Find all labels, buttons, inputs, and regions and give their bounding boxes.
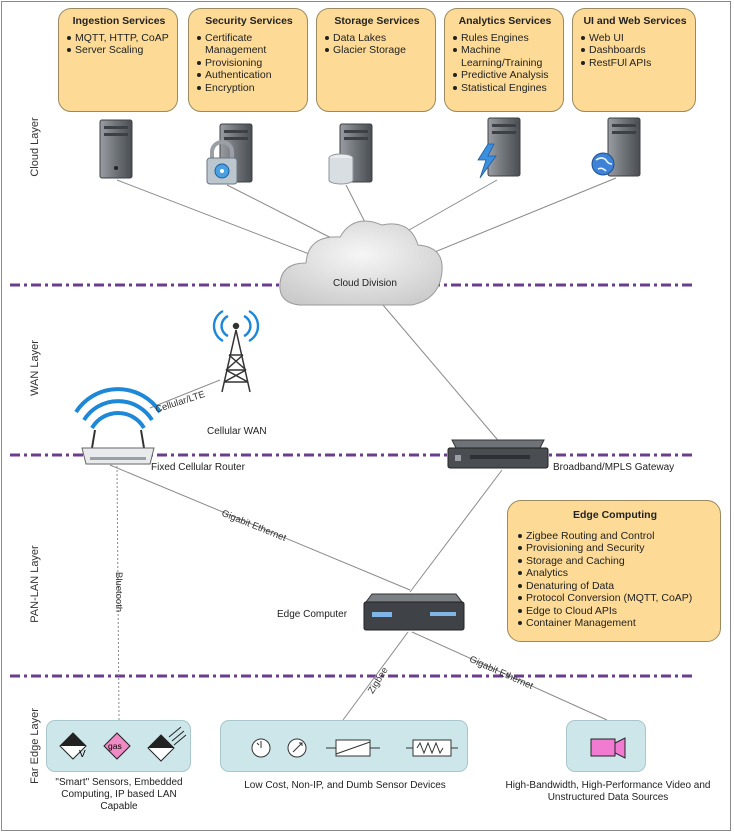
wan-layer-label: WAN Layer [29, 340, 41, 396]
web-server-icon [591, 117, 641, 177]
service-item: Server Scaling [67, 44, 171, 57]
service-item: RestFUl APIs [581, 57, 689, 70]
service-title: Storage Services [334, 15, 420, 27]
smart-sensors-box: V gas [46, 720, 191, 772]
edge-computing-item: Container Management [518, 617, 712, 630]
voltage-sensor-icon: V [59, 732, 87, 760]
cell-tower-signal-icon [212, 309, 260, 343]
video-camera-icon [590, 737, 626, 759]
meter-sensor-icon [287, 738, 307, 758]
service-item: Provisioning [197, 57, 301, 70]
gas-sensor-icon: gas [103, 732, 131, 760]
pan-lan-layer-label: PAN-LAN Layer [29, 545, 41, 623]
bluetooth-label: Bluetooth [113, 572, 124, 613]
dumb-sensors-label: Low Cost, Non-IP, and Dumb Sensor Device… [244, 780, 446, 791]
service-item: Authentication [197, 69, 301, 82]
ingestion-server-icon [99, 119, 133, 179]
cellular-wan-label: Cellular WAN [207, 426, 267, 437]
service-item: MQTT, HTTP, CoAP [67, 32, 171, 45]
service-title: UI and Web Services [583, 15, 687, 27]
dumb-sensor-icons [251, 738, 458, 758]
security-server-icon [206, 123, 253, 185]
fixed-cellular-router-label: Fixed Cellular Router [151, 462, 245, 473]
service-item: Certificate Management [197, 32, 301, 57]
service-title: Ingestion Services [72, 15, 166, 27]
analytics-services-box: Analytics Services Rules Engines Machine… [444, 8, 564, 112]
ui-web-services-box: UI and Web Services Web UI Dashboards Re… [572, 8, 696, 112]
service-item: Dashboards [581, 44, 689, 57]
video-sources-label: High-Bandwidth, High-Performance Video a… [505, 780, 711, 803]
service-item: Data Lakes [325, 32, 429, 45]
service-title: Security Services [205, 15, 293, 27]
service-title: Analytics Services [458, 15, 552, 27]
broadband-gateway-icon [447, 439, 549, 469]
service-item: Encryption [197, 82, 301, 95]
cloud-division-icon [279, 220, 443, 306]
edge-computer-icon [363, 593, 465, 631]
edge-computing-item: Storage and Caching [518, 555, 712, 568]
edge-computing-item: Provisioning and Security [518, 542, 712, 555]
edge-computing-item: Analytics [518, 567, 712, 580]
service-item: Predictive Analysis [453, 69, 557, 82]
service-item: Statistical Engines [453, 82, 557, 95]
service-item: Web UI [581, 32, 689, 45]
storage-services-box: Storage Services Data Lakes Glacier Stor… [316, 8, 436, 112]
gauge-sensor-icon [251, 738, 271, 758]
edge-computing-box: Edge Computing Zigbee Routing and Contro… [507, 500, 721, 642]
edge-computing-item: Edge to Cloud APIs [518, 605, 712, 618]
edge-computing-item: Denaturing of Data [518, 580, 712, 593]
fixed-cellular-router-icon [74, 387, 162, 465]
edge-computing-item: Zigbee Routing and Control [518, 530, 712, 543]
cloud-layer-label: Cloud Layer [29, 117, 41, 177]
broadband-gateway-label: Broadband/MPLS Gateway [553, 462, 675, 473]
service-item: Rules Engines [453, 32, 557, 45]
analytics-server-icon [477, 117, 521, 179]
service-item: Machine Learning/Training [453, 44, 557, 69]
dumb-sensors-box [220, 720, 468, 772]
connections [109, 177, 617, 721]
smart-sensor-icons: V gas [59, 726, 187, 762]
edge-computer-label: Edge Computer [277, 609, 348, 620]
edge-computing-item: Protocol Conversion (MQTT, CoAP) [518, 592, 712, 605]
cell-tower-icon [221, 322, 251, 393]
security-services-box: Security Services Certificate Management… [188, 8, 308, 112]
optical-sensor-icon [147, 726, 187, 762]
smart-sensors-label: "Smart" Sensors, Embedded Computing, IP … [55, 777, 183, 812]
ingestion-services-box: Ingestion Services MQTT, HTTP, CoAP Serv… [58, 8, 178, 112]
video-sources-box [566, 720, 646, 772]
resistor-sensor-icon [406, 739, 458, 757]
storage-server-icon [328, 123, 373, 185]
far-edge-layer-label: Far Edge Layer [29, 708, 41, 784]
cloud-division-label: Cloud Division [333, 278, 397, 289]
gas-sensor-label: gas [108, 741, 122, 751]
service-item: Glacier Storage [325, 44, 429, 57]
switch-sensor-icon [326, 739, 380, 757]
voltage-sensor-label: V [79, 749, 86, 760]
edge-computing-title: Edge Computing [573, 509, 657, 521]
